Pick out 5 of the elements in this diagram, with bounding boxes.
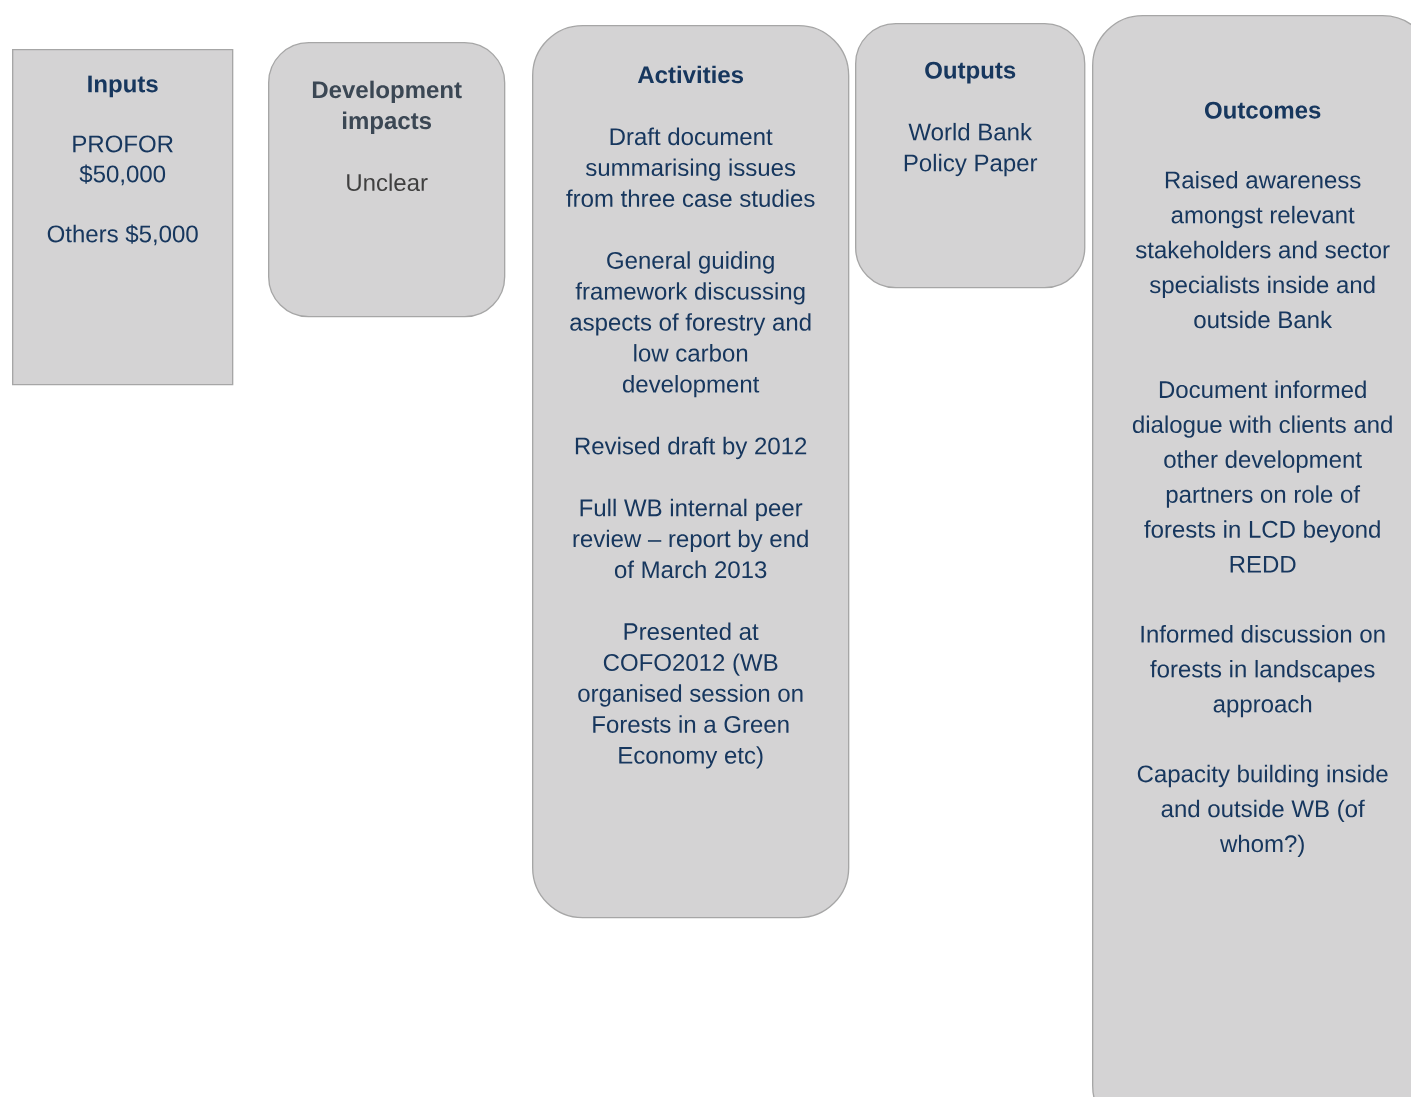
column-box: Outcomes Raised awareness amongst relevant stakeholders and sector specialists inside and outside Bank Document informed dialogue with clients and other development partners on role of forests in LCD beyond REDD Informed discussion on forests in landscapes approach Capacity building inside and outside WB (of whom?) (1092, 15, 1411, 1097)
column-box: Outputs World Bank Policy Paper (855, 23, 1086, 289)
column-box: Development impacts Unclear (268, 42, 506, 318)
column-box: Activities Draft document summarising issues from three case studies General guiding framework discussing aspects of forestry and low carbon development Revised draft by 2012 Full WB internal peer review – report by end of March 2013 Presented at COFO2012 (WB organised session on Forests in a Green Economy etc) (532, 25, 850, 919)
column-box: Inputs PROFOR $50,000 Others $5,000 (12, 49, 234, 386)
